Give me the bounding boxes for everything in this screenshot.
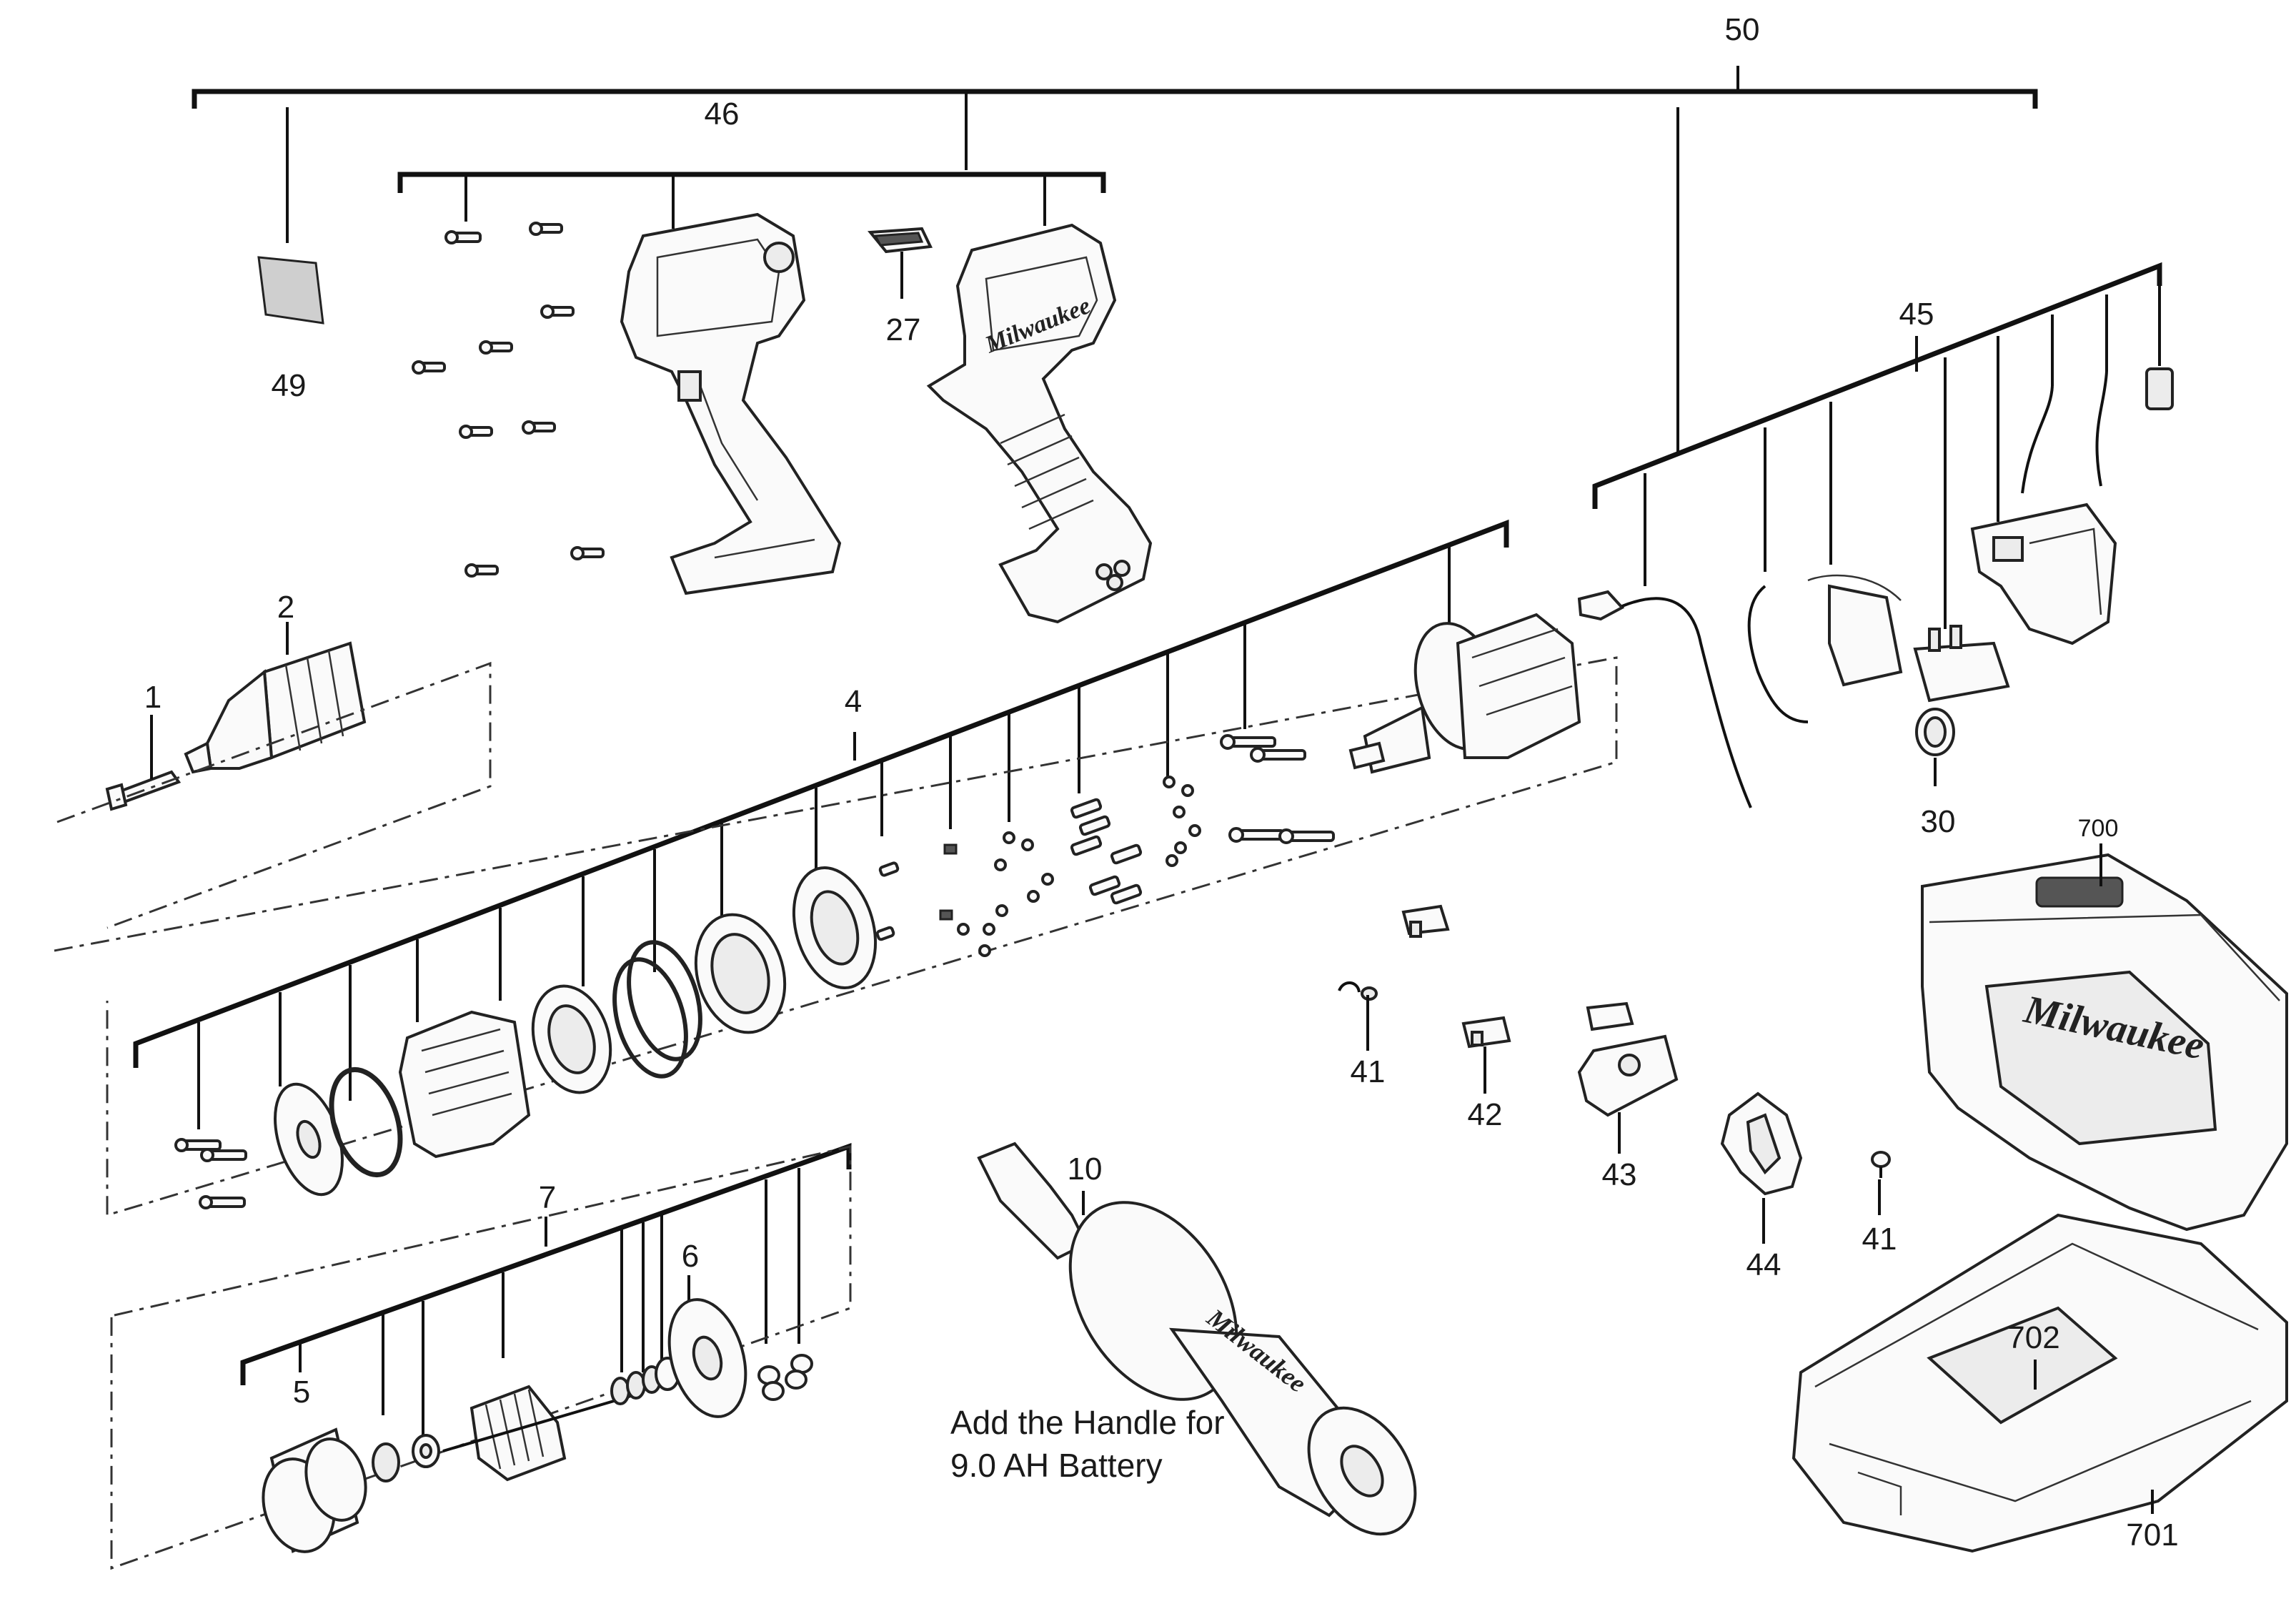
gearbox-screws <box>174 1138 247 1209</box>
housing-screws <box>412 222 605 578</box>
handle-note-line2: 9.0 AH Battery <box>950 1447 1163 1484</box>
housing-left-half <box>620 212 842 595</box>
pins-and-balls <box>875 776 1201 957</box>
callout-700: 700 <box>2078 815 2119 842</box>
callout-4: 4 <box>845 684 862 719</box>
switch-board <box>1807 574 1903 687</box>
bracket-46 <box>397 172 1106 229</box>
bracket-45 <box>1592 262 2162 629</box>
side-handle: Milwaukee <box>977 1142 1417 1536</box>
callout-41-top: 41 <box>1351 1054 1386 1089</box>
gearbox-assembly <box>1348 613 1581 774</box>
callout-702: 702 <box>2007 1320 2059 1355</box>
gearbox-long-screws <box>1220 734 1335 844</box>
callout-42: 42 <box>1468 1097 1503 1132</box>
callout-43: 43 <box>1602 1157 1637 1192</box>
callout-50: 50 <box>1725 12 1760 47</box>
callout-5: 5 <box>293 1375 310 1410</box>
callout-45: 45 <box>1899 297 1934 332</box>
motor-board <box>667 1298 747 1418</box>
gear-housing <box>398 1010 531 1159</box>
led-lead-wire <box>1577 590 1752 808</box>
clip-part <box>1401 904 1450 938</box>
callout-49: 49 <box>272 368 307 403</box>
ring-gear-2 <box>612 940 702 1079</box>
housing-right-half: Milwaukee <box>926 223 1153 624</box>
trigger-switch <box>1970 502 2117 645</box>
callout-30: 30 <box>1921 804 1956 839</box>
wire-lead <box>1747 585 1809 723</box>
clutch-cup <box>792 866 878 989</box>
carrying-case-701 <box>1791 1213 2288 1553</box>
small-screw-41a <box>1338 981 1378 1001</box>
carrying-case-700: Milwaukee <box>1921 853 2288 1232</box>
callout-1: 1 <box>144 680 161 715</box>
callout-10: 10 <box>1068 1152 1103 1187</box>
ring-gear-1 <box>531 984 612 1094</box>
washer <box>412 1434 440 1468</box>
motor-washers <box>757 1354 813 1401</box>
motor-cup <box>262 1427 367 1553</box>
callout-46: 46 <box>705 96 740 132</box>
belt-clip-bracket-43 <box>1577 1001 1679 1117</box>
handle-note-line1: Add the Handle for <box>950 1404 1225 1441</box>
bracket-7 <box>240 1143 852 1444</box>
callout-701: 701 <box>2126 1517 2178 1553</box>
ring-part <box>1915 708 1955 756</box>
callout-2: 2 <box>277 590 294 625</box>
bracket-clip-42 <box>1461 1016 1511 1049</box>
small-screw-41b <box>1871 1151 1891 1178</box>
bearing-stack <box>610 1357 680 1405</box>
pinion-gear <box>372 1442 400 1482</box>
belt-hook-44 <box>1720 1091 1803 1196</box>
label-plate <box>257 256 324 325</box>
callout-6: 6 <box>682 1239 699 1274</box>
callout-41-bottom: 41 <box>1862 1222 1897 1257</box>
wire-leads <box>2021 367 2174 494</box>
retaining-ring <box>329 1066 403 1178</box>
rotor <box>442 1385 644 1482</box>
washer-plate <box>274 1082 344 1197</box>
callout-44: 44 <box>1746 1247 1781 1282</box>
bracket-50 <box>192 66 2038 454</box>
clutch-ring <box>694 913 787 1034</box>
bracket-4 <box>133 519 1509 1129</box>
callout-27: 27 <box>886 312 921 347</box>
keyless-chuck <box>184 641 367 774</box>
terminal-block <box>1913 625 2010 703</box>
callout-7: 7 <box>539 1180 556 1215</box>
connector-part <box>868 227 933 254</box>
